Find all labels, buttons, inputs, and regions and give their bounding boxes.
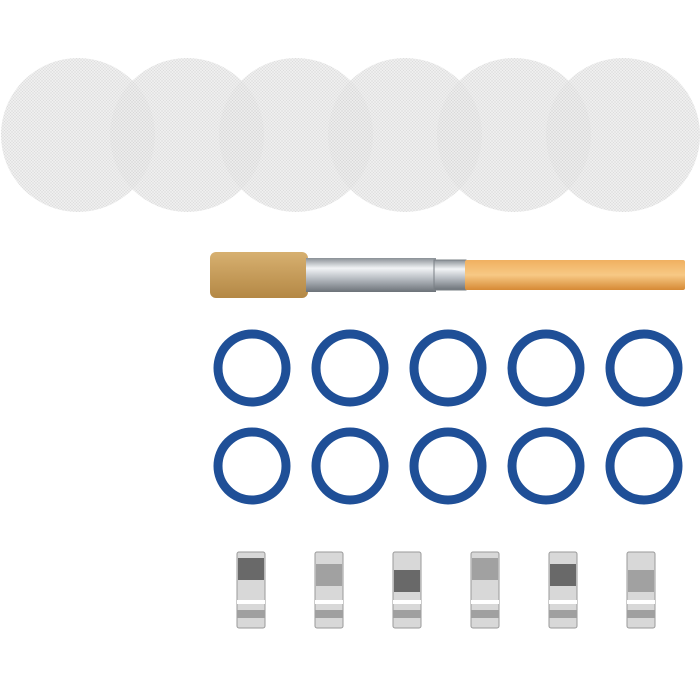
brush-ferrule-crimp [433, 259, 467, 291]
brush-bristles [210, 252, 308, 298]
mesh-screen [437, 58, 591, 212]
clip [236, 551, 266, 629]
o-ring [605, 427, 683, 505]
clip [470, 551, 500, 629]
brush-ferrule [306, 258, 436, 292]
mesh-screen [219, 58, 373, 212]
mesh-screen [328, 58, 482, 212]
mesh-screens [1, 58, 700, 212]
brush-handle [465, 260, 685, 290]
o-ring [507, 329, 585, 407]
o-ring [311, 329, 389, 407]
cleaning-brush [210, 252, 685, 298]
clip [548, 551, 578, 629]
clip [626, 551, 656, 629]
mesh-screen [1, 58, 155, 212]
o-rings [213, 329, 683, 505]
o-ring [213, 329, 291, 407]
clips [236, 551, 656, 629]
o-ring [409, 427, 487, 505]
o-ring [507, 427, 585, 505]
o-ring [409, 329, 487, 407]
o-ring [311, 427, 389, 505]
clip [314, 551, 344, 629]
o-ring [213, 427, 291, 505]
o-ring [605, 329, 683, 407]
clip [392, 551, 422, 629]
mesh-screen [546, 58, 700, 212]
mesh-screen [110, 58, 264, 212]
